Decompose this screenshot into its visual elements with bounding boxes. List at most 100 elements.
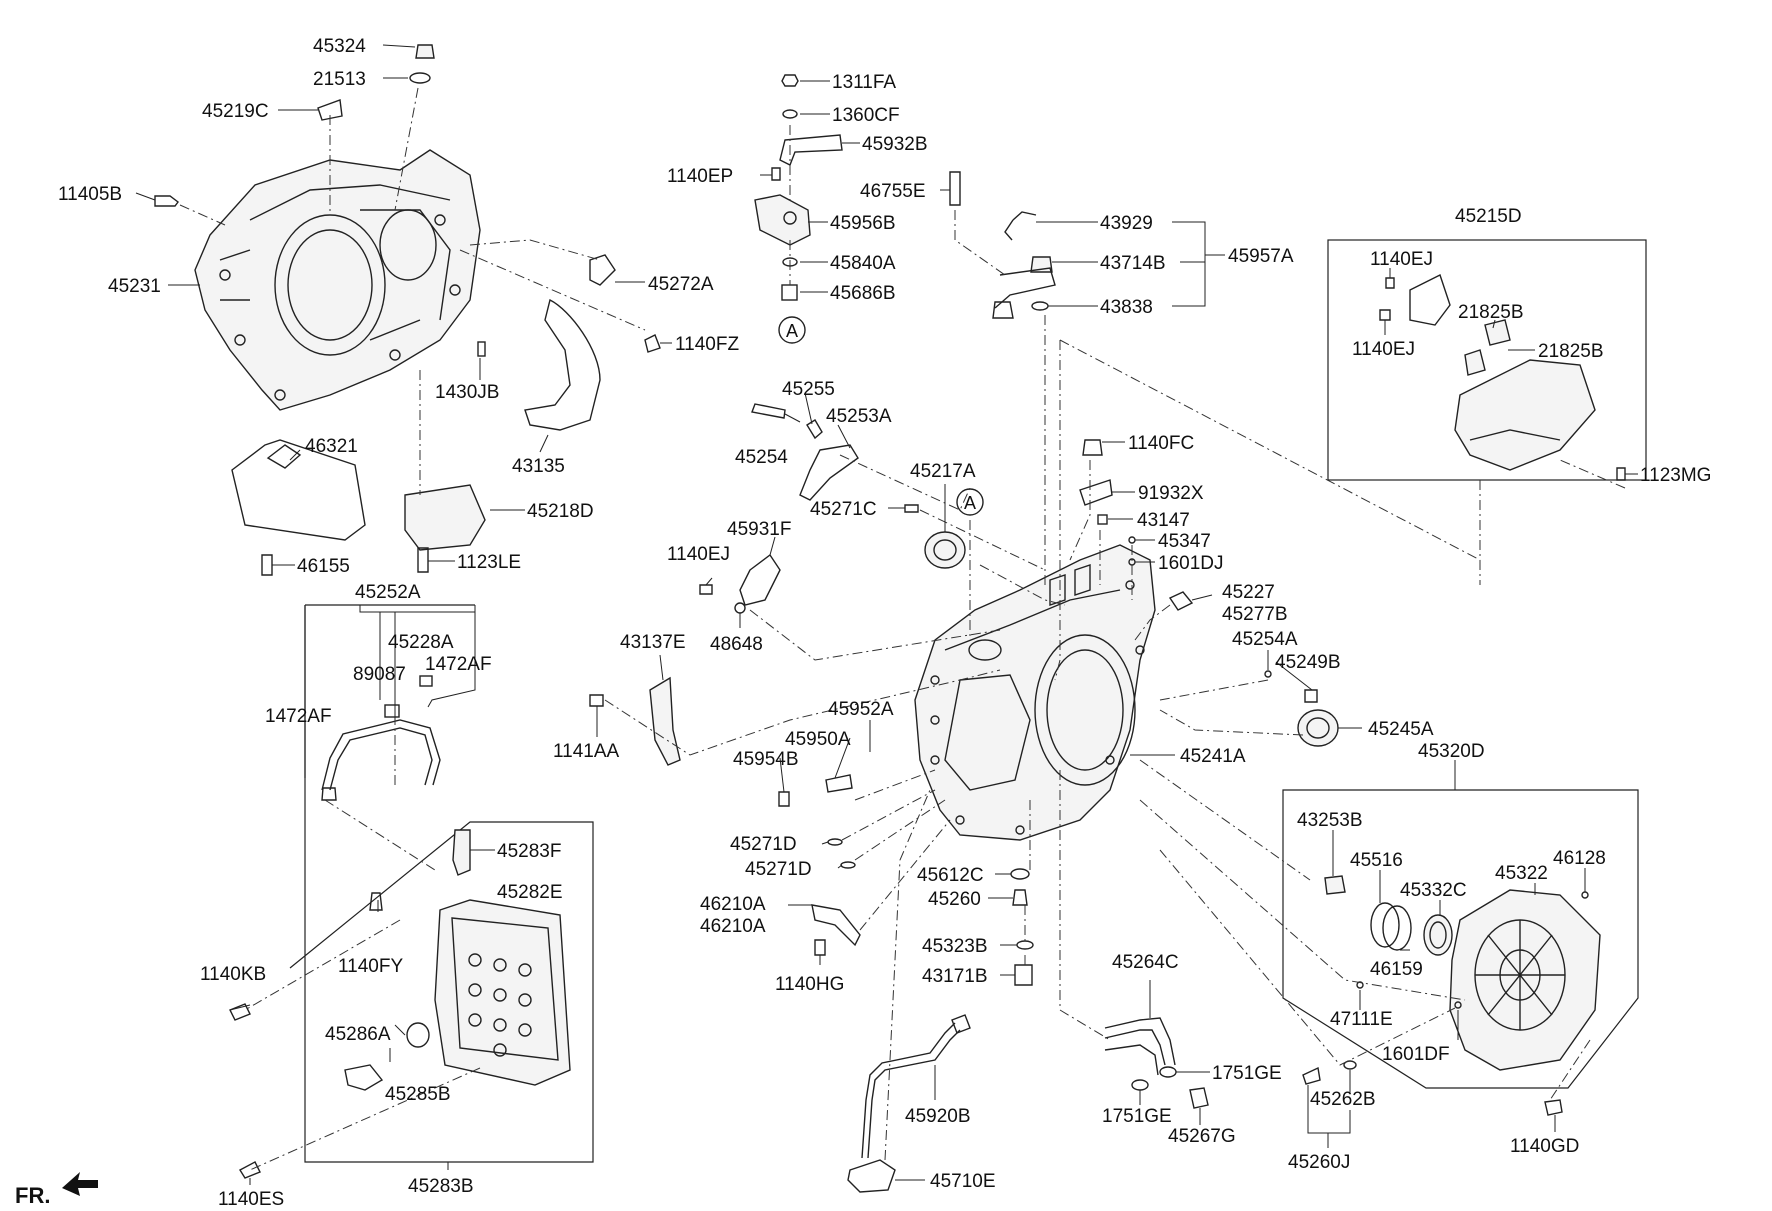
pin-48648: [734, 602, 746, 614]
bracket-45272A: [589, 254, 616, 286]
oil-pan-group: [229, 829, 571, 1179]
shield-43135: [524, 298, 601, 431]
label-45249B: 45249B: [1275, 652, 1341, 673]
clamp-1472AF: [419, 675, 433, 687]
label-46128: 46128: [1553, 848, 1606, 869]
nut-1311FA: [781, 74, 799, 87]
label-45347: 45347: [1158, 531, 1211, 552]
label-45231: 45231: [108, 276, 161, 297]
label-48648: 48648: [710, 634, 763, 655]
lever-45957A: [994, 267, 1056, 309]
plug-45260J: [1302, 1066, 1321, 1085]
label-1601DJ: 1601DJ: [1158, 553, 1224, 574]
pin-45347: [1128, 536, 1136, 544]
bracket-21825: [1409, 274, 1451, 326]
oil-seal-45245A: [1297, 709, 1339, 747]
label-45228A: 45228A: [388, 632, 454, 653]
label-1140FY: 1140FY: [338, 956, 403, 977]
label-45686B: 45686B: [830, 283, 896, 304]
oring-1751GE-a: [1159, 1066, 1177, 1078]
oil-pan-group-box: [289, 605, 594, 1163]
label-45952A: 45952A: [828, 699, 894, 720]
bushing-43253B: [1324, 875, 1346, 895]
bolt-1140HG: [814, 939, 826, 956]
label-21825B-b: 21825B: [1538, 341, 1604, 362]
label-1140EJ-left: 1140EJ: [667, 544, 730, 565]
transaxle-case-45241A: [914, 544, 1156, 841]
label-45252A: 45252A: [355, 582, 421, 603]
plug-45260: [1012, 889, 1028, 906]
clip-89087: [384, 704, 400, 718]
bolt-1140GD: [1544, 1099, 1563, 1116]
callout-circle-a-upper: [778, 316, 806, 344]
label-45612C: 45612C: [917, 865, 984, 886]
label-45932B: 45932B: [862, 134, 928, 155]
cover-43137E: [649, 676, 681, 766]
label-1430JB: 1430JB: [435, 382, 499, 403]
label-1360CF: 1360CF: [832, 105, 900, 126]
bolt-1140FY: [369, 892, 383, 911]
label-45218D: 45218D: [527, 501, 594, 522]
bushing-45686B: [781, 284, 798, 301]
label-43171B: 43171B: [922, 966, 988, 987]
label-46210A-b: 46210A: [700, 916, 766, 937]
label-45271D-a: 45271D: [730, 834, 797, 855]
label-1123MG: 1123MG: [1640, 465, 1711, 486]
pin-45271D-a: [827, 838, 843, 846]
label-45254: 45254: [735, 447, 788, 468]
clip-43929: [1004, 211, 1037, 241]
bolt-1140FZ: [644, 334, 661, 353]
label-45323B: 45323B: [922, 936, 988, 957]
label-46159: 46159: [1370, 959, 1423, 980]
label-11405B: 11405B: [58, 184, 122, 205]
label-21513: 21513: [313, 69, 366, 90]
leader-lines: [135, 44, 1638, 1185]
bolt-1140EJ: [699, 584, 713, 595]
bracket-46210A: [811, 904, 861, 947]
pin-1601DF: [1454, 1001, 1462, 1009]
plate-45950A: [825, 774, 853, 793]
mount-group-box: [1327, 239, 1647, 481]
orientation-label: FR.: [15, 1183, 50, 1208]
label-1140HG: 1140HG: [775, 974, 844, 995]
bolt-1140EP: [771, 167, 781, 181]
label-45272A: 45272A: [648, 274, 714, 295]
washer-45262B: [1343, 1060, 1357, 1070]
lever-45932B: [779, 134, 843, 166]
oring-1751GE-b: [1131, 1079, 1149, 1091]
callout-a-lower-text: A: [964, 493, 976, 513]
label-43929: 43929: [1100, 213, 1153, 234]
plug-43171B: [1014, 964, 1033, 986]
label-1601DF: 1601DF: [1382, 1044, 1450, 1065]
bolt-46755E: [949, 171, 961, 206]
bolt-1123MG: [1616, 467, 1626, 481]
label-45324: 45324: [313, 36, 366, 57]
label-1140EP: 1140EP: [667, 166, 733, 187]
bolt-1140KB: [229, 1003, 251, 1021]
label-46210A-a: 46210A: [700, 894, 766, 915]
label-45322: 45322: [1495, 863, 1548, 884]
bolt-1140EJ-b: [1379, 309, 1391, 321]
label-91932X: 91932X: [1138, 483, 1204, 504]
label-1140FC: 1140FC: [1128, 433, 1194, 454]
seal-45285B: [406, 1022, 430, 1048]
oring-45516: [1370, 902, 1400, 948]
label-45277B: 45277B: [1222, 604, 1288, 625]
label-43253B: 43253B: [1297, 810, 1363, 831]
label-45254A: 45254A: [1232, 629, 1298, 650]
pin-46128: [1581, 891, 1589, 899]
label-47111E: 47111E: [1330, 1009, 1393, 1030]
label-45260J: 45260J: [1288, 1152, 1350, 1173]
cooler-pipes-45264C: [1104, 1017, 1209, 1109]
label-1472AF-left: 1472AF: [265, 706, 332, 727]
mount-45218D: [404, 484, 486, 551]
clip-45286A: [344, 1064, 384, 1091]
pin-45271D-b: [840, 861, 856, 869]
lever-45253A: [799, 444, 859, 501]
bolt-1123LE: [417, 547, 429, 573]
hose-assembly-45252A: [321, 675, 441, 801]
label-1472AF-right: 1472AF: [425, 654, 492, 675]
solenoid-45283F: [452, 829, 471, 876]
label-45255: 45255: [782, 379, 835, 400]
label-45285B: 45285B: [385, 1084, 451, 1105]
